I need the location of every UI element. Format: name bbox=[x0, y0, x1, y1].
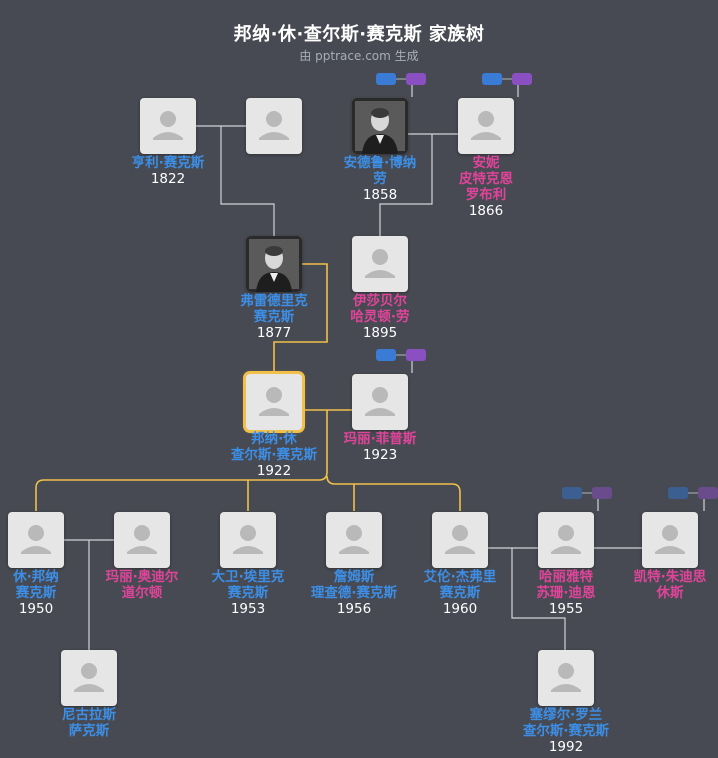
person-name-line: 休·邦纳 bbox=[13, 569, 59, 585]
person-name-line: 罗布利 bbox=[465, 187, 507, 203]
father-toggle-icon[interactable] bbox=[482, 73, 502, 85]
person-name-line: 劳 bbox=[373, 171, 387, 187]
person-birth-year: 1877 bbox=[256, 325, 292, 341]
person-avatar-james[interactable] bbox=[326, 512, 382, 568]
person-name-line: 伊莎贝尔 bbox=[353, 293, 407, 309]
person-avatar-henry[interactable] bbox=[140, 98, 196, 154]
page-title: 邦纳·休·查尔斯·赛克斯 家族树 bbox=[233, 24, 485, 45]
person-name-line: 皮特克恩 bbox=[459, 171, 513, 187]
person-name-line: 赛克斯 bbox=[253, 309, 295, 325]
person-name-line: 艾伦·杰弗里 bbox=[423, 569, 497, 585]
person-name-line: 赛克斯 bbox=[439, 585, 481, 601]
person-name-line: 亨利·赛克斯 bbox=[131, 155, 205, 171]
mother-toggle-icon[interactable] bbox=[512, 73, 532, 85]
person-avatar-alan[interactable] bbox=[432, 512, 488, 568]
mother-toggle-icon[interactable] bbox=[406, 73, 426, 85]
person-avatar-kate[interactable] bbox=[642, 512, 698, 568]
person-avatar-andrew[interactable] bbox=[352, 98, 408, 154]
person-name-line: 詹姆斯 bbox=[333, 569, 375, 585]
person-name-line: 安德鲁·博纳 bbox=[343, 155, 417, 171]
father-toggle-icon[interactable] bbox=[562, 487, 582, 499]
person-name-line: 苏珊·迪恩 bbox=[536, 585, 596, 601]
person-birth-year: 1866 bbox=[468, 203, 504, 219]
person-avatar-mary_phipps[interactable] bbox=[352, 374, 408, 430]
person-avatar-nicholas[interactable] bbox=[61, 650, 117, 706]
person-name-line: 查尔斯·赛克斯 bbox=[522, 723, 610, 739]
person-name-line: 邦纳·休 bbox=[251, 431, 297, 447]
person-label-kate[interactable]: 凯特·朱迪思休斯 bbox=[615, 569, 718, 601]
person-birth-year: 1955 bbox=[548, 601, 584, 617]
parents-toggle[interactable] bbox=[376, 73, 428, 87]
person-avatar-henry_spouse[interactable] bbox=[246, 98, 302, 154]
person-birth-year: 1950 bbox=[18, 601, 54, 617]
person-name-line: 哈丽雅特 bbox=[539, 569, 593, 585]
mother-toggle-icon[interactable] bbox=[406, 349, 426, 361]
person-name-line: 赛克斯 bbox=[15, 585, 57, 601]
person-avatar-hugh[interactable] bbox=[8, 512, 64, 568]
person-label-mary_odell[interactable]: 玛丽·奥迪尔道尔顿 bbox=[87, 569, 197, 601]
person-name-line: 安妮 bbox=[472, 155, 500, 171]
person-name-line: 理查德·赛克斯 bbox=[310, 585, 398, 601]
person-avatar-frederick[interactable] bbox=[246, 236, 302, 292]
parents-toggle[interactable] bbox=[376, 349, 428, 363]
person-avatar-bonar[interactable] bbox=[246, 374, 302, 430]
person-birth-year: 1923 bbox=[362, 447, 398, 463]
father-toggle-icon[interactable] bbox=[376, 73, 396, 85]
person-avatar-mary_odell[interactable] bbox=[114, 512, 170, 568]
father-toggle-icon[interactable] bbox=[668, 487, 688, 499]
person-name-line: 凯特·朱迪思 bbox=[633, 569, 707, 585]
person-name-line: 道尔顿 bbox=[121, 585, 163, 601]
person-avatar-samuel[interactable] bbox=[538, 650, 594, 706]
parents-toggle[interactable] bbox=[668, 487, 718, 501]
person-birth-year: 1992 bbox=[548, 739, 584, 755]
person-name-line: 休斯 bbox=[656, 585, 684, 601]
person-label-nicholas[interactable]: 尼古拉斯萨克斯 bbox=[34, 707, 144, 739]
person-name-line: 玛丽·菲普斯 bbox=[343, 431, 417, 447]
person-birth-year: 1922 bbox=[256, 463, 292, 479]
person-birth-year: 1960 bbox=[442, 601, 478, 617]
parents-toggle[interactable] bbox=[562, 487, 614, 501]
person-name-line: 哈灵顿·劳 bbox=[350, 309, 410, 325]
person-birth-year: 1895 bbox=[362, 325, 398, 341]
parents-toggle[interactable] bbox=[482, 73, 534, 87]
father-toggle-icon[interactable] bbox=[376, 349, 396, 361]
person-birth-year: 1822 bbox=[150, 171, 186, 187]
person-name-line: 塞缪尔·罗兰 bbox=[529, 707, 603, 723]
person-name-line: 弗雷德里克 bbox=[240, 293, 308, 309]
person-name-line: 萨克斯 bbox=[68, 723, 110, 739]
person-name-line: 大卫·埃里克 bbox=[211, 569, 285, 585]
person-birth-year: 1953 bbox=[230, 601, 266, 617]
person-avatar-david[interactable] bbox=[220, 512, 276, 568]
person-name-line: 赛克斯 bbox=[227, 585, 269, 601]
person-name-line: 查尔斯·赛克斯 bbox=[230, 447, 318, 463]
person-avatar-annie[interactable] bbox=[458, 98, 514, 154]
mother-toggle-icon[interactable] bbox=[698, 487, 718, 499]
mother-toggle-icon[interactable] bbox=[592, 487, 612, 499]
page-subtitle: 由 pptrace.com 生成 bbox=[299, 49, 419, 63]
person-avatar-isabel[interactable] bbox=[352, 236, 408, 292]
person-birth-year: 1956 bbox=[336, 601, 372, 617]
person-birth-year: 1858 bbox=[362, 187, 398, 203]
person-name-line: 玛丽·奥迪尔 bbox=[105, 569, 179, 585]
person-name-line: 尼古拉斯 bbox=[62, 707, 116, 723]
person-avatar-harriet[interactable] bbox=[538, 512, 594, 568]
